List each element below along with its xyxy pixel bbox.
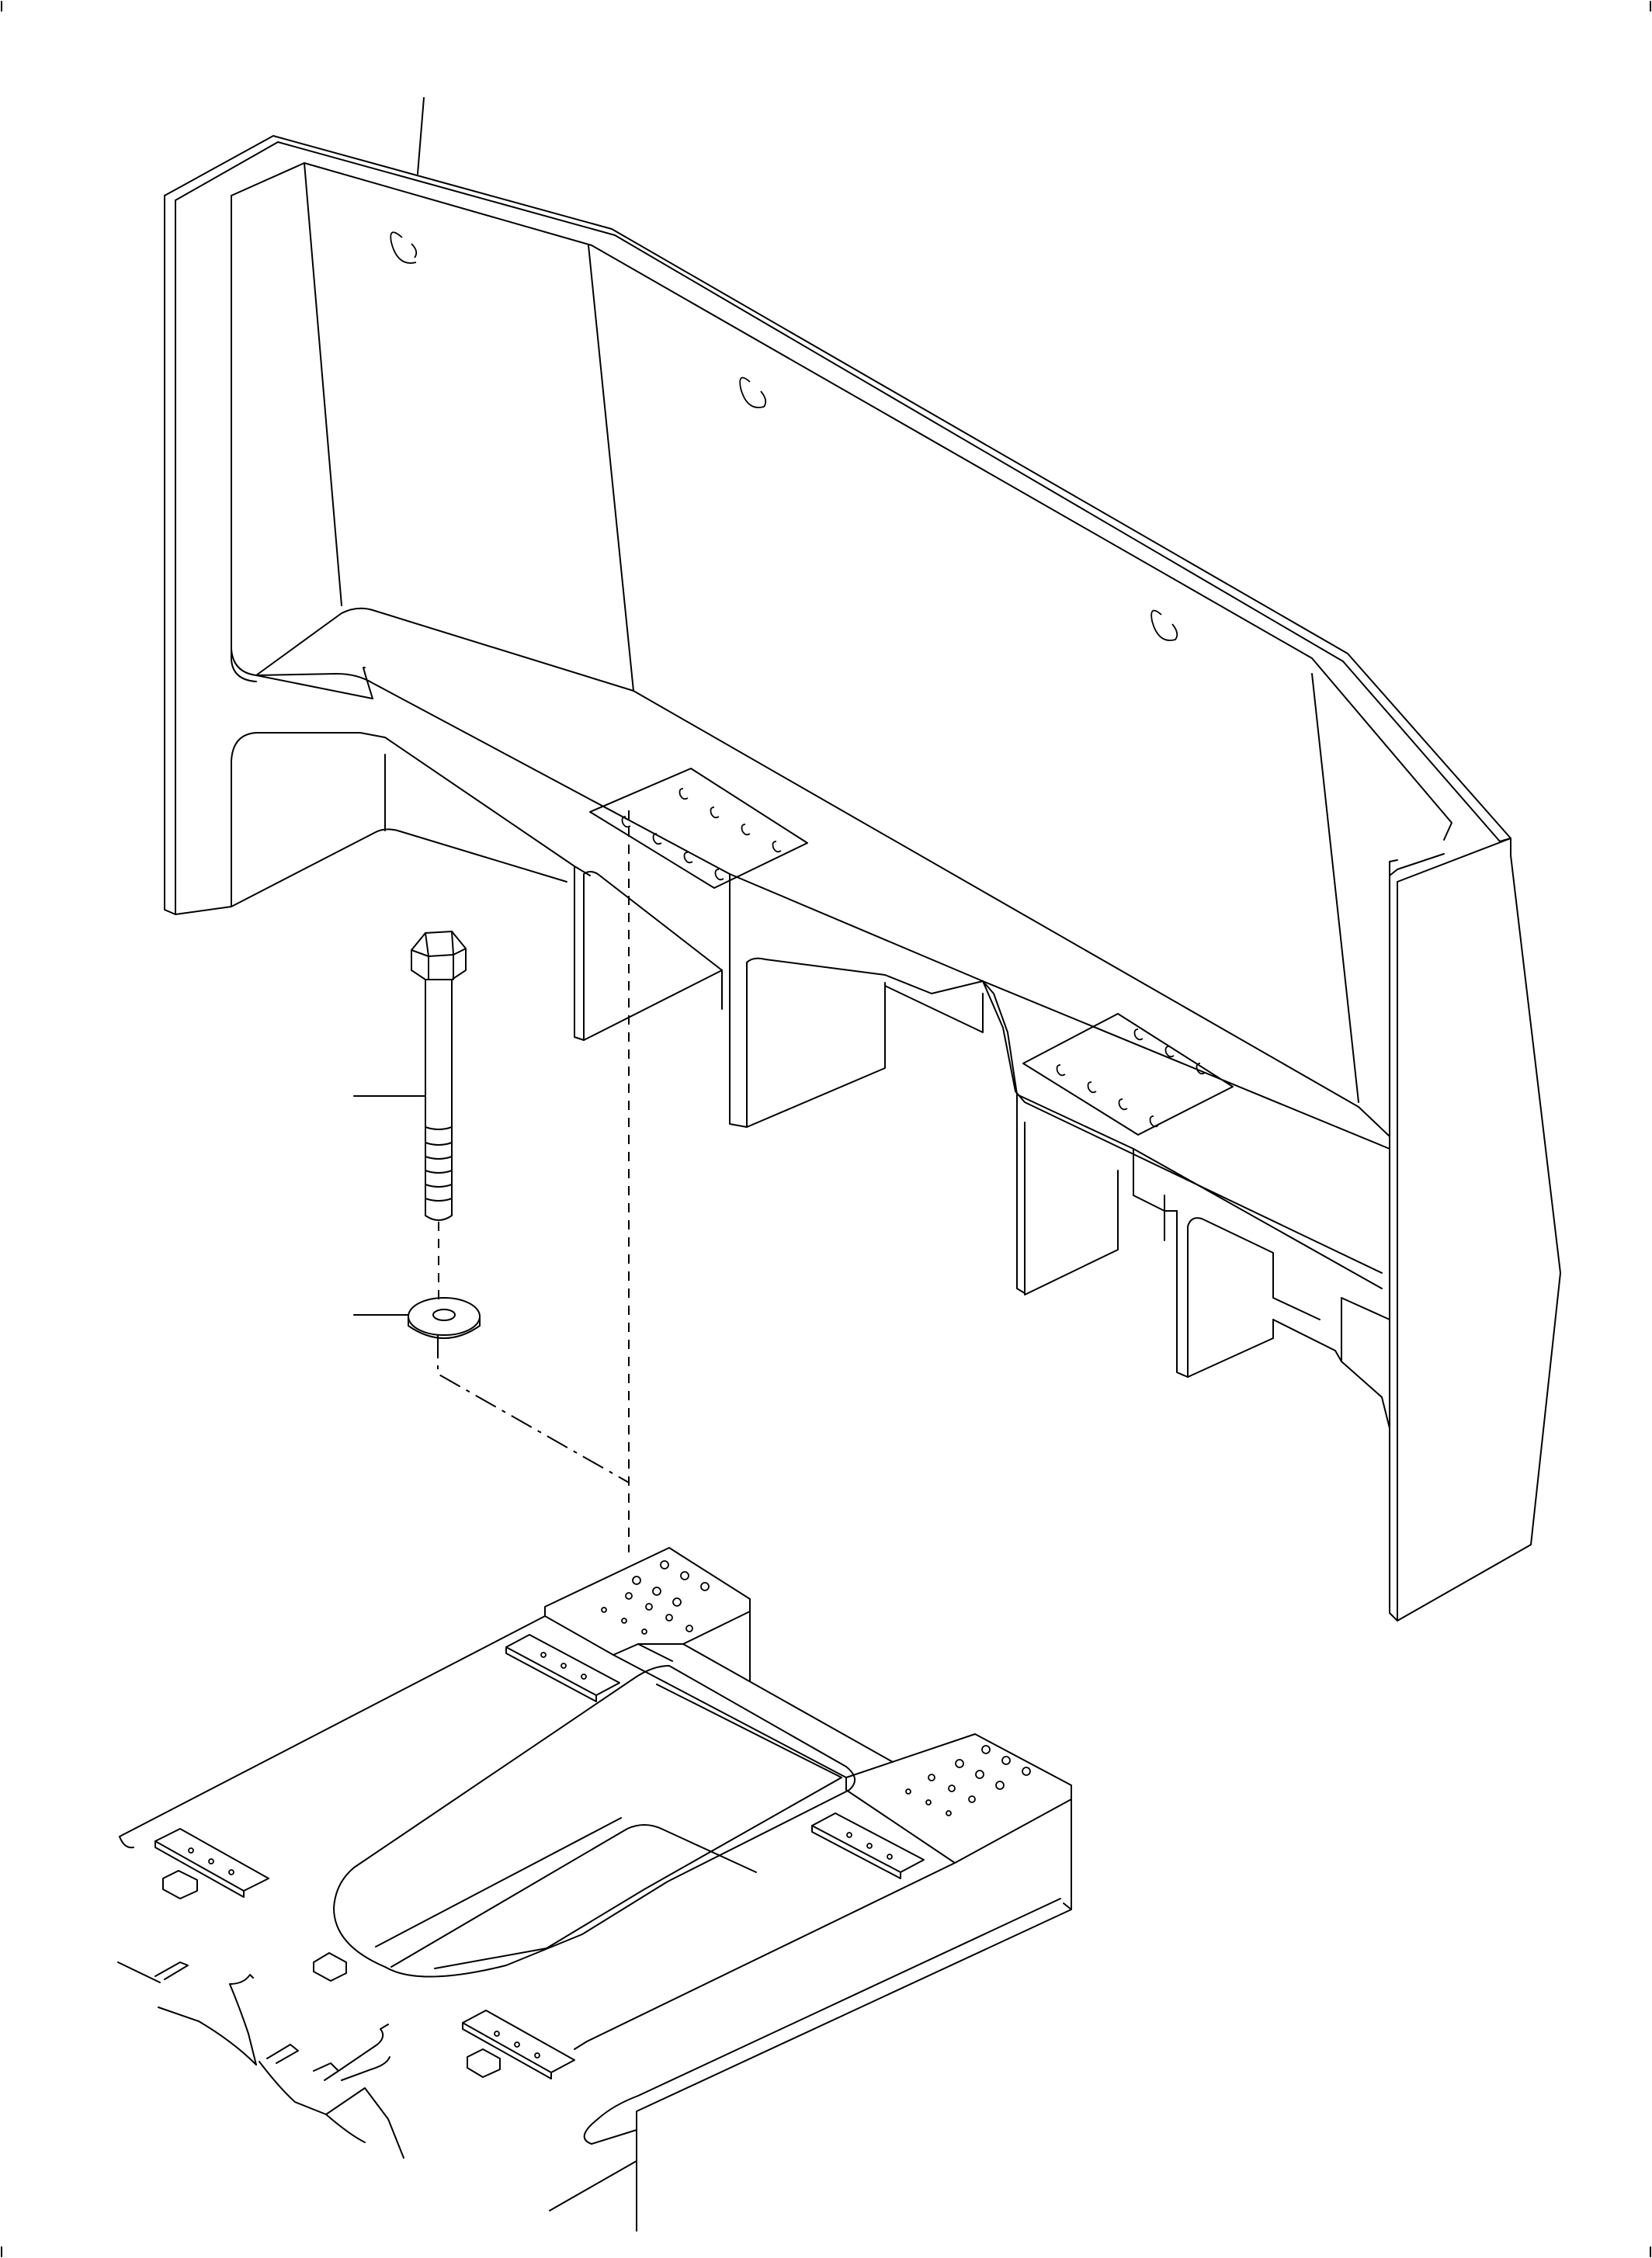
counterweight-callout-leader xyxy=(417,97,425,175)
frame-pad-upper xyxy=(505,1634,620,1696)
frame-pad-lower xyxy=(462,2010,575,2073)
frame xyxy=(117,1547,1072,2232)
bolt xyxy=(411,930,467,1221)
frame-pad-left xyxy=(154,1828,269,1892)
frame-pad-right xyxy=(811,1812,925,1873)
assembly-centerlines xyxy=(437,810,630,1552)
counterweight-plate-holes xyxy=(621,788,1206,1128)
frame-plate-holes xyxy=(188,1560,1031,2059)
callout-leaders xyxy=(353,97,426,1316)
counterweight xyxy=(164,135,1561,1622)
washer xyxy=(408,1297,481,1339)
